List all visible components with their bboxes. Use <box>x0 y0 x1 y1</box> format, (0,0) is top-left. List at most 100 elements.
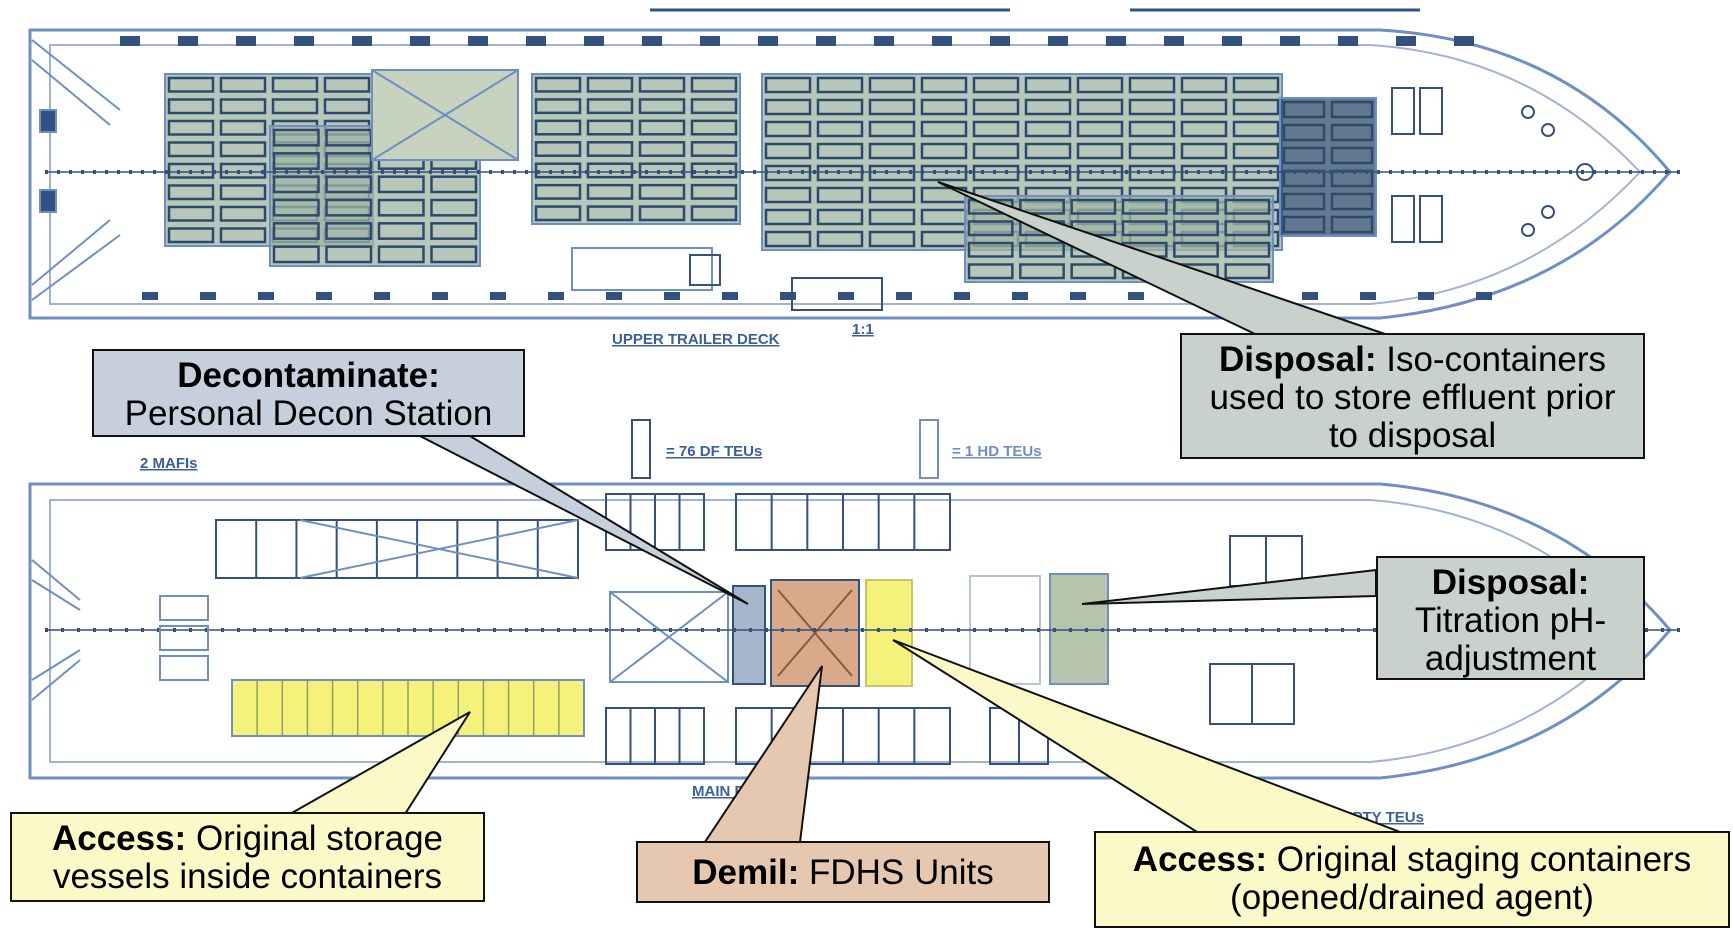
main-stern-ramp <box>31 559 209 701</box>
df-teu-legend-box <box>631 419 651 479</box>
container-cell <box>586 119 634 136</box>
deck-fitting <box>236 36 256 46</box>
container-cell <box>1180 76 1228 94</box>
scale-label: 1:1 <box>852 321 874 338</box>
deck-fitting <box>1222 36 1242 46</box>
container-cell <box>638 98 686 115</box>
deck-fitting <box>954 292 970 300</box>
container-cell <box>638 119 686 136</box>
container-stack <box>1279 97 1377 237</box>
container-cell <box>1076 142 1124 160</box>
deck-fitting <box>1338 36 1358 46</box>
access-storage-callout-text: Original storage vessels inside containe… <box>52 819 444 896</box>
container-cell <box>272 128 320 147</box>
container-cell <box>167 76 215 93</box>
container-cell <box>167 184 215 201</box>
container-cell <box>638 183 686 200</box>
access-staging-pointer <box>892 639 1401 833</box>
deck-fitting <box>700 36 720 46</box>
deck-fitting <box>1280 36 1300 46</box>
deck-fitting <box>1302 292 1318 300</box>
deck-fitting <box>838 292 854 300</box>
container-cell <box>690 76 738 93</box>
container-cell <box>967 220 1014 237</box>
container-cell <box>167 119 215 136</box>
deck-fitting <box>142 292 158 300</box>
container-cell <box>1024 98 1072 116</box>
deck-fitting <box>316 292 332 300</box>
container-cell <box>972 76 1020 94</box>
container-cell <box>764 120 812 138</box>
container-cell <box>586 205 634 222</box>
container-cell <box>816 76 864 94</box>
container-cell <box>1173 220 1219 237</box>
container-cell <box>325 245 373 264</box>
container-cell <box>1330 123 1374 142</box>
container-cell <box>1128 142 1176 160</box>
container-cell <box>167 205 215 222</box>
upper-bow-equipment <box>1391 87 1594 243</box>
container-cell <box>1224 198 1271 215</box>
container-cell <box>868 120 916 138</box>
container-cell <box>1282 169 1326 188</box>
container-cell <box>325 198 373 217</box>
deck-fitting <box>490 292 506 300</box>
container-cell <box>1224 241 1271 258</box>
deck-fitting <box>1106 36 1126 46</box>
container-cell <box>167 98 215 115</box>
deck-fitting <box>200 292 216 300</box>
container-cell <box>272 222 320 240</box>
deck-fitting <box>584 36 604 46</box>
container-cell <box>690 205 738 222</box>
container-cell <box>1282 123 1326 142</box>
deck-fitting <box>990 36 1010 46</box>
container-cell <box>1019 241 1065 258</box>
deck-fitting <box>874 36 894 46</box>
container-stack <box>531 73 741 225</box>
container-cell <box>325 175 373 194</box>
container-cell <box>1330 215 1374 234</box>
container-cell <box>690 119 738 136</box>
container-cell <box>1173 241 1219 258</box>
container-cell <box>586 141 634 157</box>
container-cell <box>1121 198 1168 215</box>
container-cell <box>1019 263 1065 280</box>
container-cell <box>1282 146 1326 165</box>
container-cell <box>1076 120 1124 138</box>
container-cell <box>816 230 864 248</box>
deck-fitting <box>642 36 662 46</box>
mafis-label: 2 MAFIs <box>140 455 198 472</box>
container-cell <box>816 98 864 116</box>
container-cell <box>868 76 916 94</box>
container-cell <box>1330 192 1374 211</box>
container-cell <box>1128 120 1176 138</box>
demil-pointer <box>703 665 823 843</box>
container-cell <box>1330 146 1374 165</box>
container-cell <box>1282 100 1326 119</box>
container-cell <box>1180 142 1228 160</box>
container-cell <box>219 98 267 115</box>
container-cell <box>868 98 916 116</box>
container-cell <box>764 142 812 160</box>
container-cell <box>1232 98 1280 116</box>
container-cell <box>967 241 1014 258</box>
container-cell <box>219 205 267 222</box>
container-cell <box>1224 263 1271 280</box>
access-storage-callout-title: Access: <box>51 819 187 858</box>
deck-fitting <box>896 292 912 300</box>
container-cell <box>1224 220 1271 237</box>
deck-fitting <box>432 292 448 300</box>
deck-fitting <box>1454 36 1474 46</box>
container-cell <box>1180 164 1228 182</box>
container-cell <box>1024 142 1072 160</box>
decon-callout-title: Decontaminate: <box>177 356 440 395</box>
container-cell <box>377 198 425 217</box>
deck-fitting <box>352 36 372 46</box>
df-teu-legend: = 76 DF TEUs <box>666 443 762 460</box>
container-cell <box>377 175 425 194</box>
container-cell <box>638 76 686 93</box>
container-cell <box>1121 220 1168 237</box>
disposal-iso-callout-title: Disposal: <box>1218 340 1377 379</box>
staging-containers-block <box>865 579 913 687</box>
container-cell <box>816 208 864 226</box>
